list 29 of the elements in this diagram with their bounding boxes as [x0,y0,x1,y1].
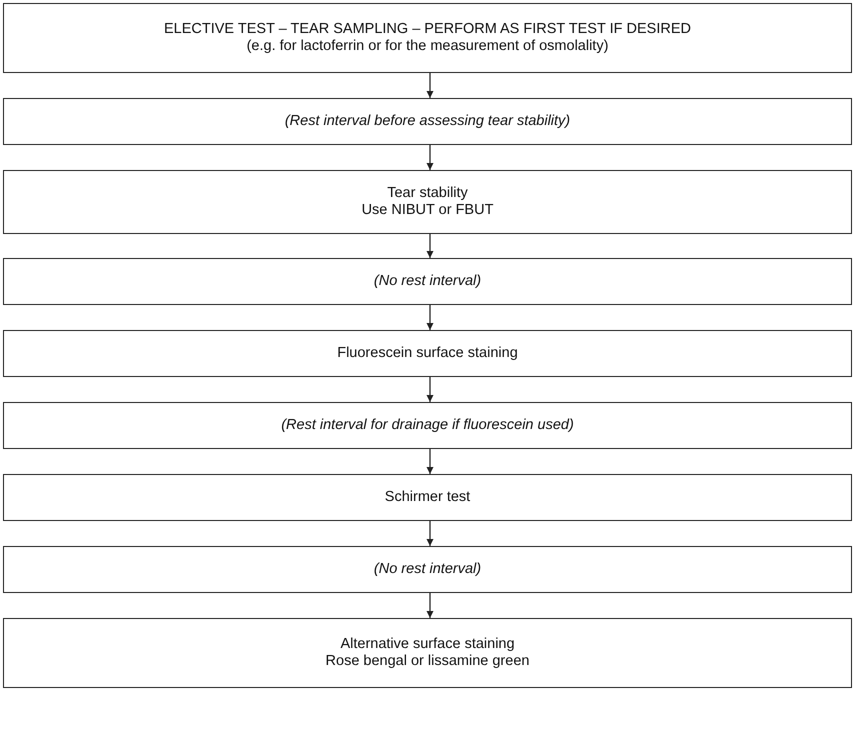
process-box [3,546,852,593]
box-text: (No rest interval) [374,273,482,290]
box-text: Schirmer test [384,489,470,506]
arrow [426,145,434,170]
arrow [426,449,434,474]
arrow [426,73,434,98]
process-box [3,330,852,377]
process-box [3,3,852,73]
arrow [426,377,434,402]
box-text: Use NIBUT or FBUT [362,202,494,219]
box-text: Rose bengal or lissamine green [326,653,530,670]
process-box [3,170,852,234]
process-box [3,474,852,521]
box-text: Alternative surface staining [340,636,515,653]
arrow [426,305,434,330]
arrow [426,593,434,618]
box-text: (Rest interval before assessing tear stability) [284,113,570,130]
process-box [3,618,852,688]
box-text: Fluorescein surface staining [337,345,518,362]
box-text: (Rest interval for drainage if fluorescein used) [281,417,574,434]
box-text: Tear stability [387,185,468,202]
process-box [3,258,852,305]
box-text: (e.g. for lactoferrin or for the measurement of osmolality) [246,38,608,55]
box-text: ELECTIVE TEST – TEAR SAMPLING – PERFORM AS FIRST TEST IF DESIRED [164,21,691,38]
process-box [3,402,852,449]
process-box [3,98,852,145]
arrow [426,521,434,546]
arrow [426,234,434,258]
box-text: (No rest interval) [374,561,482,578]
